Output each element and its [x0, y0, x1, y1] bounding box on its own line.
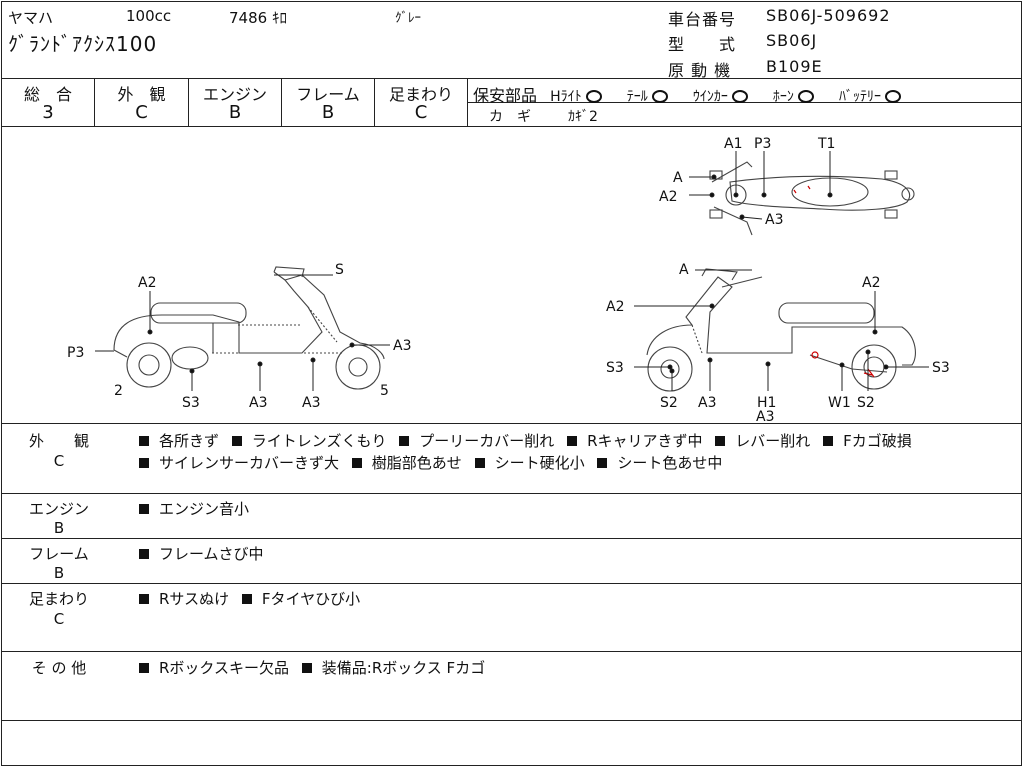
- damage-diagram: S A2 P3 A3 2 5 S3 A3 A3 A1 P3 T1 A A2 A3…: [67, 136, 950, 423]
- divider: [2, 78, 1021, 79]
- section-label-frame: フレーム: [29, 545, 89, 563]
- divider: [2, 538, 1021, 539]
- engine-value: B109E: [766, 57, 823, 76]
- diagram-label: A3: [765, 212, 783, 228]
- grade-label-engine: エンジン: [202, 85, 267, 104]
- model-name: ｸﾞﾗﾝﾄﾞｱｸｼｽ100: [8, 32, 158, 56]
- divider: [94, 78, 95, 126]
- divider: [2, 423, 1021, 424]
- diagram-label: T1: [817, 136, 835, 152]
- diagram-labels: S A2 P3 A3 2 5 S3 A3 A3 A1 P3 T1 A A2 A3…: [67, 136, 950, 423]
- section-label-other: そ の 他: [31, 659, 87, 677]
- diagram-label: A2: [659, 189, 677, 205]
- diagram-label: P3: [754, 136, 771, 152]
- grade-value-engine: B: [228, 102, 242, 123]
- safety-item-headlight: Hﾗｲﾄ: [550, 89, 608, 105]
- note-line: エンジン音小: [139, 498, 249, 519]
- divider: [2, 651, 1021, 652]
- type-value: SB06J: [766, 31, 818, 50]
- key-value: ｶｷﾞ2: [568, 109, 598, 125]
- divider: [281, 78, 282, 126]
- section-label-exterior: 外 観: [28, 432, 89, 450]
- grade-value-exterior: C: [135, 102, 148, 123]
- displacement: 100cc: [126, 7, 172, 25]
- divider: [467, 102, 1021, 103]
- grade-value-overall: 3: [42, 102, 54, 123]
- diagram-label: P3: [67, 345, 84, 361]
- grade-label-suspension: 足まわり: [388, 85, 453, 104]
- ok-circle-icon: [651, 89, 668, 103]
- ok-circle-icon: [797, 89, 814, 103]
- ok-circle-icon: [885, 89, 902, 103]
- diagram-label: A1: [724, 136, 742, 152]
- divider: [2, 720, 1021, 721]
- safety-label: 保安部品: [473, 86, 538, 105]
- section-grade-exterior: C: [53, 452, 65, 470]
- section-label-suspension: 足まわり: [28, 590, 89, 608]
- diagram-label: 2: [114, 383, 123, 399]
- section-label-engine: エンジン: [28, 500, 89, 518]
- diagram-label: A2: [862, 275, 880, 291]
- note-line: フレームさび中: [139, 543, 264, 564]
- grade-value-suspension: C: [414, 102, 428, 123]
- section-grade-frame: B: [53, 564, 65, 582]
- divider: [2, 493, 1021, 494]
- diagram-label: S: [335, 262, 344, 278]
- diagram-label: 5: [380, 383, 389, 399]
- section-grade-engine: B: [53, 519, 65, 537]
- diagram-label: S2: [660, 395, 678, 411]
- scooter-top-drawing: [709, 161, 915, 236]
- diagram-label: H1: [757, 395, 776, 411]
- safety-item-battery: ﾊﾞｯﾃﾘｰ: [839, 89, 907, 105]
- frame-no-label: 車台番号: [668, 10, 737, 29]
- divider: [374, 78, 375, 126]
- safety-item-horn: ﾎｰﾝ: [773, 89, 820, 105]
- grade-label-frame: フレーム: [296, 85, 360, 104]
- note-line: サイレンサーカバーきず大 樹脂部色あせ シート硬化小 シート色あせ中: [139, 452, 722, 473]
- divider: [2, 126, 1021, 127]
- diagram-label: S3: [182, 395, 200, 411]
- mileage: 7486 ｷﾛ: [229, 9, 287, 27]
- diagram-label: A3: [756, 409, 774, 423]
- diagram-label: A3: [249, 395, 267, 411]
- diagram-label: A3: [302, 395, 320, 411]
- diagram-label: S3: [932, 360, 950, 376]
- note-line: Rサスぬけ Fタイヤひび小: [139, 588, 360, 609]
- note-line: Rボックスキー欠品 装備品:Rボックス Fカゴ: [139, 657, 485, 678]
- diagram-label: A2: [138, 275, 156, 291]
- safety-item-winker: ｳｲﾝｶｰ: [693, 89, 754, 105]
- color: ｸﾞﾚｰ: [395, 11, 421, 26]
- key-label: カ ギ: [489, 109, 531, 125]
- diagram-label: A: [673, 170, 683, 186]
- diagram-label: A: [679, 262, 689, 278]
- safety-parts: 保安部品 Hﾗｲﾄ ﾃｰﾙ ｳｲﾝｶｰ ﾎｰﾝ ﾊﾞｯﾃﾘｰ: [473, 82, 907, 106]
- scooter-left-drawing: [113, 266, 385, 390]
- diagram-label: A2: [606, 299, 624, 315]
- maker: ヤマハ: [8, 9, 54, 27]
- section-grade-suspension: C: [53, 610, 65, 628]
- diagram-label: S3: [606, 360, 624, 376]
- diagram-label: A3: [393, 338, 411, 354]
- diagram-label: W1: [828, 395, 851, 411]
- divider: [2, 583, 1021, 584]
- safety-item-tail: ﾃｰﾙ: [627, 89, 674, 105]
- ok-circle-icon: [585, 89, 602, 103]
- type-label: 型 式: [668, 35, 737, 54]
- grade-label-overall: 総 合: [23, 85, 72, 104]
- diagram-label: S2: [857, 395, 875, 411]
- frame-no: SB06J-509692: [766, 6, 891, 25]
- damage-marks: [793, 185, 875, 378]
- note-line: 各所きず ライトレンズくもり プーリーカバー削れ Rキャリアきず中 レバー削れ …: [139, 430, 912, 451]
- ok-circle-icon: [731, 89, 748, 103]
- grade-label-exterior: 外 観: [117, 85, 166, 104]
- grade-value-frame: B: [321, 102, 335, 123]
- divider: [188, 78, 189, 126]
- engine-label: 原 動 機: [668, 61, 732, 80]
- diagram-label: A3: [698, 395, 716, 411]
